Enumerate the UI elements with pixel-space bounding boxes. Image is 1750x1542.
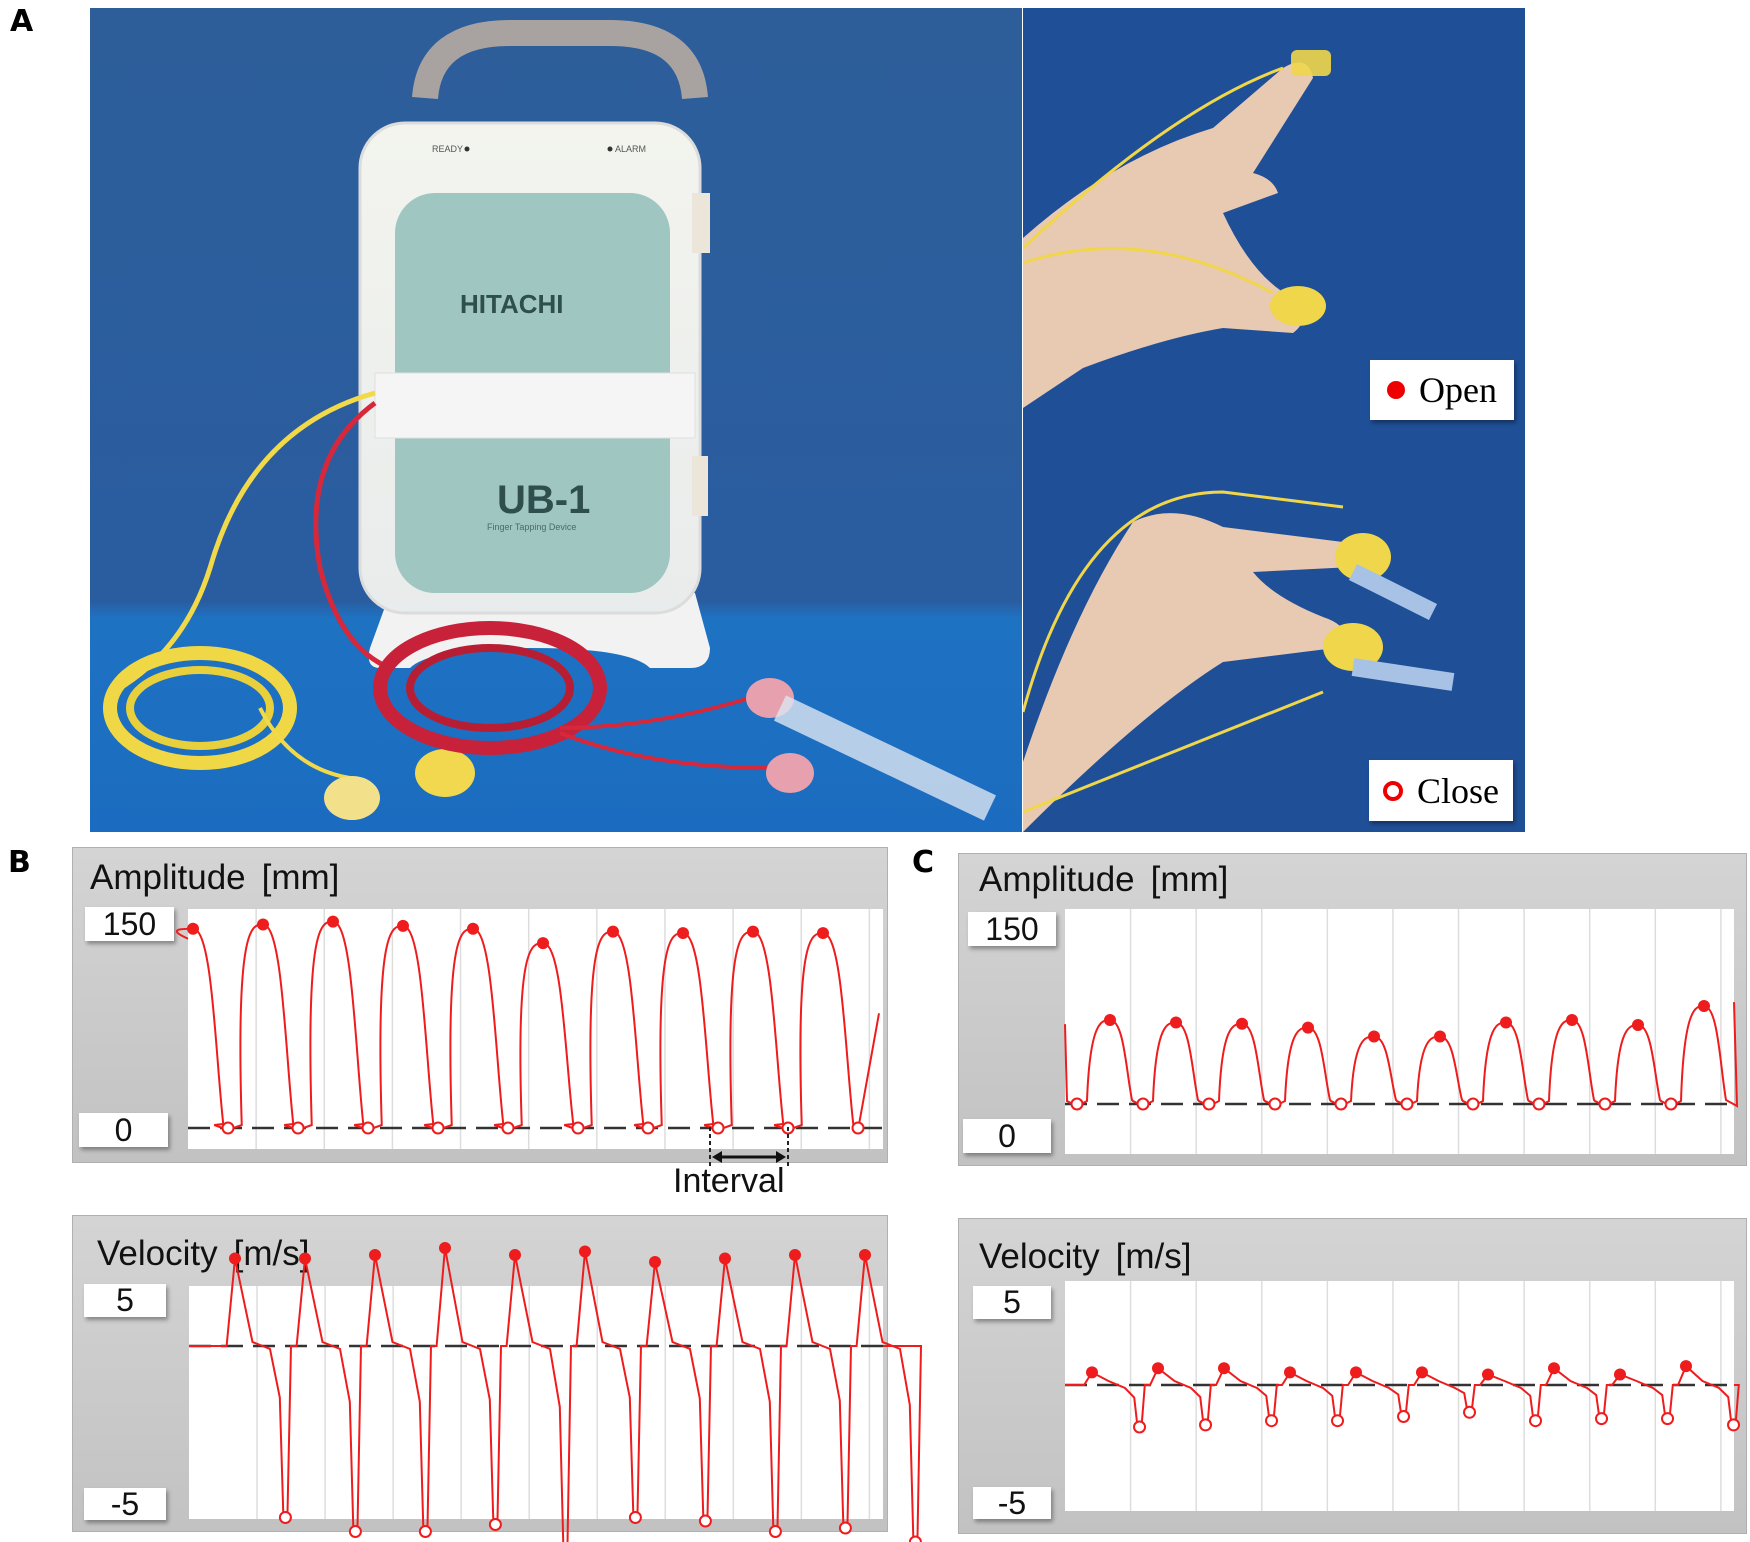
chart-title-text: Amplitude — [979, 860, 1135, 899]
y-max-label: 150 — [968, 911, 1056, 947]
device-photo: READY ALARM HITACHI UB-1 Finger Tapping … — [90, 8, 1022, 832]
chart-b-velocity: Velocity [m/s] 5 -5 — [72, 1215, 923, 1542]
panel-label-a: A — [10, 4, 34, 39]
open-legend-label: Open — [1419, 370, 1497, 410]
chart-title-text: Amplitude — [90, 858, 246, 897]
y-min-label: -5 — [84, 1486, 166, 1522]
indicator-alarm: ALARM — [615, 144, 646, 154]
y-max-label: 5 — [84, 1282, 166, 1318]
close-legend-label: Close — [1416, 770, 1499, 811]
chart-b-amplitude: Amplitude [mm] 150 0 — [72, 847, 888, 1163]
velocity-trace — [1065, 1281, 1741, 1511]
chart-unit: [m/s] — [1115, 1237, 1192, 1276]
close-legend: Close — [1369, 760, 1513, 821]
indicator-ready: READY — [432, 144, 463, 154]
filled-circle-icon — [1387, 381, 1405, 399]
brand-label: HITACHI — [460, 289, 564, 319]
chart-unit: [mm] — [261, 858, 340, 897]
plot-area — [175, 909, 883, 1149]
amplitude-trace — [1064, 909, 1739, 1154]
chart-title: Amplitude [mm] — [90, 858, 339, 898]
model-subtitle: Finger Tapping Device — [487, 522, 576, 532]
open-circle-icon — [1382, 780, 1403, 801]
chart-title: Amplitude [mm] — [979, 860, 1228, 900]
plot-area — [1064, 909, 1739, 1154]
y-min-label: 0 — [963, 1118, 1051, 1154]
chart-unit: [m/s] — [233, 1234, 310, 1273]
plot-area — [1065, 1281, 1741, 1511]
plot-area — [189, 1242, 923, 1542]
panel-label-b: B — [8, 845, 31, 880]
interval-label: Interval — [673, 1162, 785, 1200]
velocity-trace — [189, 1242, 923, 1542]
chart-title-text: Velocity — [97, 1234, 218, 1273]
y-min-label: -5 — [973, 1485, 1051, 1521]
chart-unit: [mm] — [1150, 860, 1229, 899]
chart-title-text: Velocity — [979, 1237, 1100, 1276]
model-label: UB-1 — [497, 478, 590, 522]
chart-c-velocity: Velocity [m/s] 5 -5 — [958, 1218, 1747, 1534]
y-max-label: 5 — [973, 1284, 1051, 1320]
chart-title: Velocity [m/s] — [97, 1234, 309, 1274]
panel-label-c: C — [912, 845, 935, 880]
chart-c-amplitude: Amplitude [mm] 150 0 — [958, 853, 1747, 1166]
open-legend: Open — [1370, 360, 1514, 420]
y-min-label: 0 — [79, 1112, 168, 1148]
amplitude-trace — [175, 909, 883, 1149]
interval-arrow-icon — [709, 1127, 789, 1169]
y-max-label: 150 — [85, 906, 174, 942]
chart-title: Velocity [m/s] — [979, 1237, 1191, 1277]
